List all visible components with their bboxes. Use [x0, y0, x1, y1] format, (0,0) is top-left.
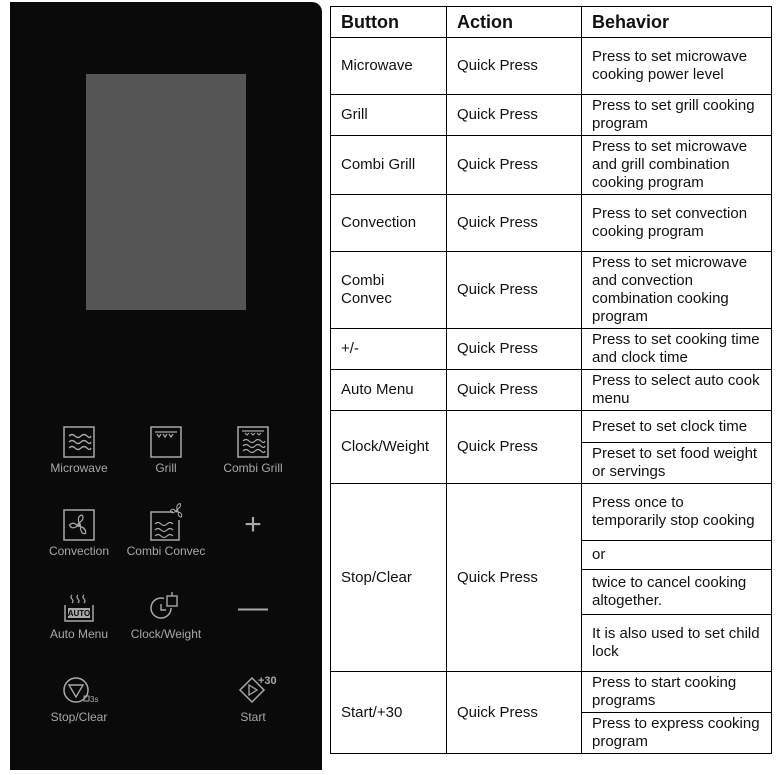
microwave-icon	[63, 426, 95, 458]
start-icon: +30	[238, 675, 277, 704]
clock-weight-label: Clock/Weight	[130, 627, 202, 641]
stop-clear-button[interactable]: 3s Stop/Clear	[34, 674, 124, 724]
cell-action: Quick Press	[446, 671, 582, 754]
table-row: Start/+30 Quick Press Press to start coo…	[330, 671, 772, 754]
cell-button: Stop/Clear	[330, 483, 447, 672]
combi-convec-button[interactable]: Combi Convec	[121, 502, 211, 558]
table-row: Convection Quick Press Press to set conv…	[330, 194, 772, 252]
plus-button[interactable]: +	[244, 508, 262, 541]
table-row: Combi Convec Quick Press Press to set mi…	[330, 251, 772, 329]
cell-action: Quick Press	[446, 483, 582, 672]
convection-label: Convection	[48, 544, 110, 558]
auto-menu-label: Auto Menu	[49, 627, 109, 641]
cell-behavior: Press to select auto cook menu	[581, 369, 772, 411]
combi-grill-label: Combi Grill	[223, 461, 283, 475]
cell-button: Grill	[330, 94, 447, 136]
cell-behavior: Press to set microwave and convection co…	[581, 251, 772, 329]
convection-icon	[63, 509, 95, 541]
minus-button[interactable]: —	[238, 591, 268, 624]
cell-behavior: It is also used to set child lock	[581, 614, 772, 672]
cell-button: Clock/Weight	[330, 410, 447, 484]
clock-weight-button[interactable]: Clock/Weight	[121, 591, 211, 641]
cell-button: +/-	[330, 328, 447, 370]
cell-button: Auto Menu	[330, 369, 447, 411]
auto-menu-icon: AUTO	[64, 594, 94, 622]
auto-menu-button[interactable]: AUTO Auto Menu	[34, 591, 124, 641]
header-behavior: Behavior	[581, 6, 772, 38]
table-row: It is also used to set child lock	[331, 614, 772, 672]
auto-text: AUTO	[68, 609, 91, 618]
cell-behavior: twice to cancel cooking altogether.	[581, 569, 772, 615]
cell-behavior: Press once to temporarily stop cooking	[581, 483, 772, 541]
cell-behavior: Press to set microwave and grill combina…	[581, 135, 772, 195]
button-behavior-table: Button Action Behavior Microwave Quick P…	[330, 6, 772, 754]
table-row: Clock/Weight Quick Press Preset to set c…	[330, 410, 772, 484]
microwave-button[interactable]: Microwave	[34, 425, 124, 475]
stop-clear-label: Stop/Clear	[50, 710, 108, 724]
convection-button[interactable]: Convection	[34, 508, 124, 558]
cell-button: Convection	[330, 194, 447, 252]
cell-action: Quick Press	[446, 37, 582, 95]
cell-action: Quick Press	[446, 251, 582, 329]
cell-action: Quick Press	[446, 135, 582, 195]
grill-button[interactable]: Grill	[121, 425, 211, 475]
cell-behavior: or	[581, 540, 772, 570]
cell-action: Quick Press	[446, 194, 582, 252]
cell-button: Combi Convec	[330, 251, 447, 329]
cell-button: Start/+30	[330, 671, 447, 754]
cell-behavior: Press to set microwave cooking power lev…	[581, 37, 772, 95]
start-label: Start	[240, 710, 266, 724]
table-row: Grill Quick Press Press to set grill coo…	[330, 94, 772, 136]
stop-suffix: 3s	[90, 695, 98, 704]
table-header-row: Button Action Behavior	[330, 6, 772, 38]
stop-clear-icon: 3s	[63, 677, 98, 704]
header-button: Button	[330, 6, 447, 38]
cell-behavior: Press to set grill cooking program	[581, 94, 772, 136]
table-row: twice to cancel cooking altogether.	[331, 569, 772, 615]
combi-convec-icon	[150, 502, 183, 541]
start-button[interactable]: +30 Start	[208, 674, 298, 724]
microwave-label: Microwave	[50, 461, 108, 475]
grill-icon	[150, 426, 182, 458]
table-row: Preset to set food weight or servings	[331, 442, 772, 484]
table-row: Press to express cooking program	[331, 712, 772, 754]
header-action: Action	[446, 6, 582, 38]
cell-button: Combi Grill	[330, 135, 447, 195]
cell-behavior: Preset to set clock time	[581, 410, 772, 443]
display-screen	[86, 74, 246, 310]
combi-convec-label: Combi Convec	[126, 544, 206, 558]
cell-action: Quick Press	[446, 328, 582, 370]
combi-grill-icon	[237, 426, 269, 458]
grill-label: Grill	[155, 461, 177, 475]
cell-action: Quick Press	[446, 410, 582, 484]
cell-behavior: Press to set cooking time and clock time	[581, 328, 772, 370]
table-row: Microwave Quick Press Press to set micro…	[330, 37, 772, 95]
cell-action: Quick Press	[446, 94, 582, 136]
cell-action: Quick Press	[446, 369, 582, 411]
cell-behavior: Press to start cooking programs	[581, 671, 772, 713]
table-row: Stop/Clear Quick Press Press once to tem…	[330, 483, 772, 672]
cell-behavior: Preset to set food weight or servings	[581, 442, 772, 484]
clock-weight-icon	[150, 592, 178, 619]
cell-behavior: Press to set convection cooking program	[581, 194, 772, 252]
cell-behavior: Press to express cooking program	[581, 712, 772, 754]
table-row: Combi Grill Quick Press Press to set mic…	[330, 135, 772, 195]
start-suffix: +30	[258, 675, 277, 687]
control-panel: Microwave Grill Combi Grill Convection	[10, 2, 322, 770]
table-row: Auto Menu Quick Press Press to select au…	[330, 369, 772, 411]
combi-grill-button[interactable]: Combi Grill	[208, 425, 298, 475]
cell-button: Microwave	[330, 37, 447, 95]
table-row: +/- Quick Press Press to set cooking tim…	[330, 328, 772, 370]
